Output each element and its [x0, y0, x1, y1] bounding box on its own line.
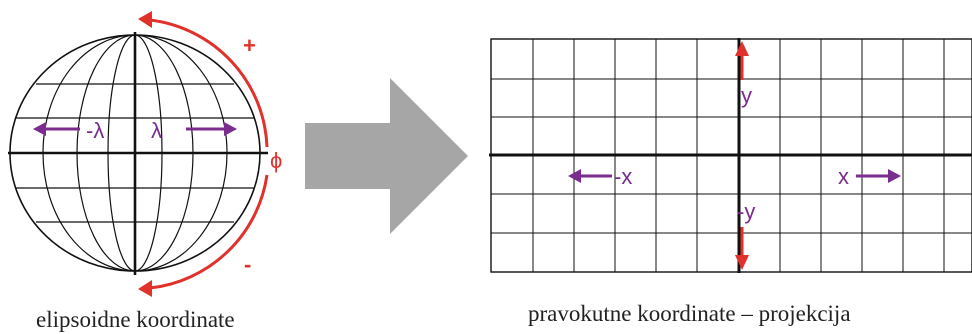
globe-icon: [8, 32, 268, 275]
minus-label: -: [244, 252, 251, 277]
x-negative-arrow: [568, 169, 612, 183]
x-positive-label: x: [838, 164, 849, 189]
projection-grid: [489, 38, 972, 273]
y-positive-label: y: [741, 83, 752, 108]
lambda-negative-arrow: [33, 122, 80, 136]
lambda-positive-arrow: [186, 122, 237, 136]
arrow-right-icon: [305, 78, 468, 234]
lambda-negative-label: -λ: [86, 118, 104, 143]
phi-label: ϕ: [270, 148, 282, 173]
plus-label: +: [243, 33, 256, 58]
x-positive-arrow: [856, 169, 901, 183]
right-caption: pravokutne koordinate – projekcija: [528, 301, 851, 326]
y-positive-arrow: [735, 41, 749, 80]
y-negative-arrow: [735, 227, 749, 270]
y-negative-label: -y: [737, 199, 755, 224]
left-caption: elipsoidne koordinate: [36, 307, 235, 332]
lambda-positive-label: λ: [151, 118, 162, 143]
phi-lower-arrow: [138, 174, 269, 297]
phi-upper-arrow: [138, 11, 269, 148]
x-negative-label: -x: [614, 164, 632, 189]
